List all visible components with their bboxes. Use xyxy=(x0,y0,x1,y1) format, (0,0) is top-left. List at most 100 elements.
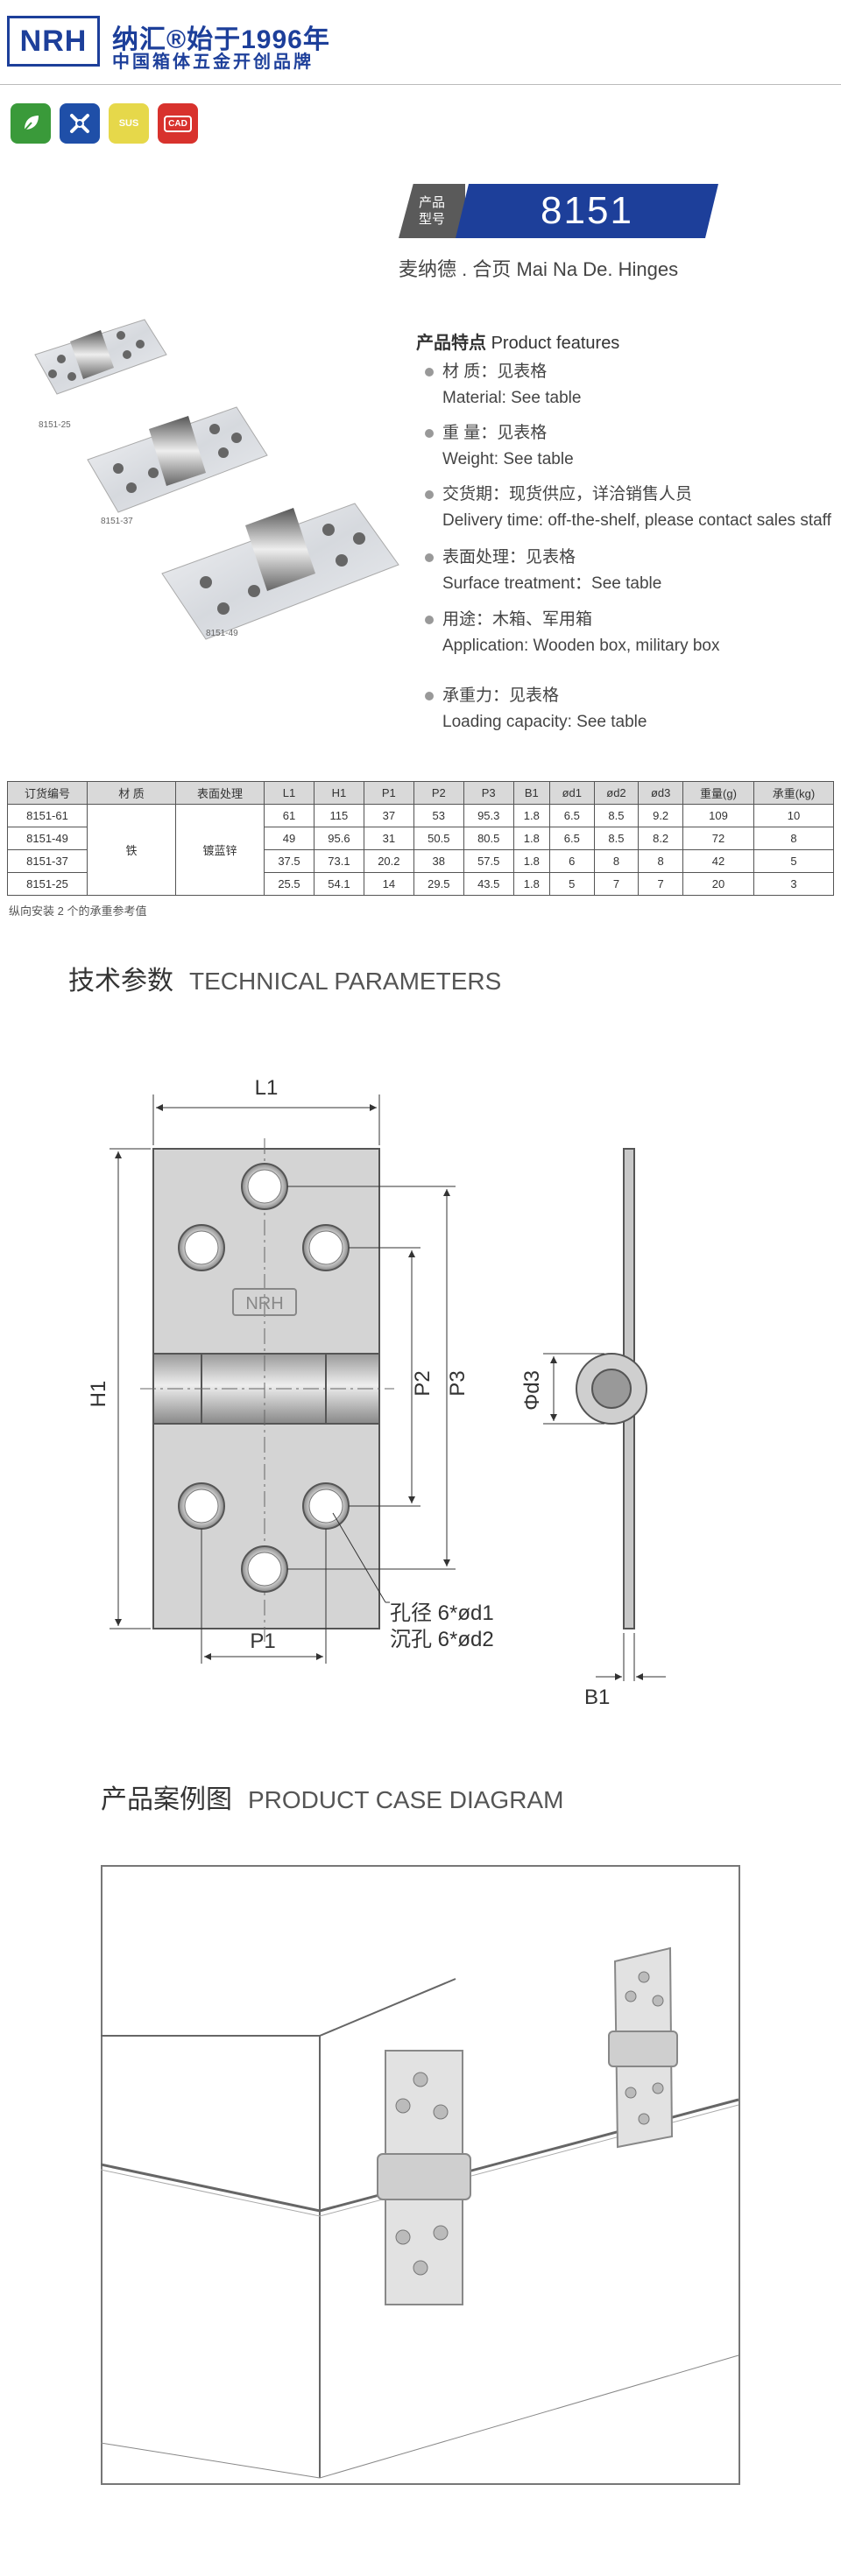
table-cell: 31 xyxy=(363,827,414,850)
table-cell: 53 xyxy=(413,804,464,827)
table-header: ød3 xyxy=(638,781,683,805)
table-cell: 54.1 xyxy=(313,872,364,896)
hole-diameter-label: 孔径 6*ød1 xyxy=(390,1601,494,1625)
tools-icon xyxy=(60,103,100,144)
dim-L1: L1 xyxy=(255,1076,279,1100)
spec-table: 订货编号 材 质 表面处理 L1 H1 P1 P2 P3 B1 ød1 ød2 … xyxy=(7,781,834,896)
table-cell: 72 xyxy=(682,827,754,850)
hinge-photo-medium xyxy=(87,406,268,513)
product-photos xyxy=(34,319,399,640)
table-cell: 49 xyxy=(264,827,314,850)
table-cell: 95.3 xyxy=(463,804,514,827)
table-cell: 10 xyxy=(753,804,834,827)
table-cell: 50.5 xyxy=(413,827,464,850)
table-cell: 6.5 xyxy=(548,804,595,827)
table-cell: 5 xyxy=(548,872,595,896)
table-cell: 14 xyxy=(363,872,414,896)
dim-P2: P2 xyxy=(411,1370,435,1396)
table-cell: 6.5 xyxy=(548,827,595,850)
dim-H1: H1 xyxy=(87,1381,110,1408)
dim-B1: B1 xyxy=(584,1686,611,1709)
eco-leaf-icon xyxy=(11,103,51,144)
table-header: H1 xyxy=(313,781,364,805)
table-cell: 73.1 xyxy=(313,849,364,873)
table-cell: 8.5 xyxy=(593,804,640,827)
case-hinge-right xyxy=(608,1946,678,2149)
technical-drawing: NRH L1 H1 P2 P3 P1 孔径 6*ød1 沉孔 6*ød2 Φd3 xyxy=(87,1076,666,1681)
table-cell: 95.6 xyxy=(313,827,364,850)
table-header: P1 xyxy=(363,781,414,805)
product-name: 麦纳德 . 合页 Mai Na De. Hinges xyxy=(399,258,679,280)
table-note: 纵向安装 2 个的承重参考值 xyxy=(9,904,147,918)
table-header: 表面处理 xyxy=(175,781,265,805)
table-cell: 1.8 xyxy=(512,827,550,850)
table-cell: 1.8 xyxy=(512,872,550,896)
table-cell: 37 xyxy=(363,804,414,827)
header-divider xyxy=(0,84,841,85)
sus-badge-icon: SUS xyxy=(109,103,149,144)
table-header: P3 xyxy=(463,781,514,805)
photo-label-37: 8151-37 xyxy=(101,517,133,526)
table-cell: 8151-61 xyxy=(7,804,88,827)
table-cell: 7 xyxy=(638,872,683,896)
table-cell: 5 xyxy=(753,849,834,873)
brand-name: 纳汇®始于1996年 xyxy=(112,25,330,54)
table-cell: 3 xyxy=(753,872,834,896)
table-cell: 25.5 xyxy=(264,872,314,896)
table-cell: 8.5 xyxy=(593,827,640,850)
screw-holes xyxy=(178,1163,350,1593)
model-number: 8151 xyxy=(456,184,718,238)
table-header: P2 xyxy=(413,781,464,805)
table-cell: 38 xyxy=(413,849,464,873)
table-cell: 20.2 xyxy=(363,849,414,873)
table-header-row: 订货编号 材 质 表面处理 L1 H1 P1 P2 P3 B1 ød1 ød2 … xyxy=(7,781,834,805)
table-cell: 1.8 xyxy=(512,804,550,827)
table-cell: 8.2 xyxy=(638,827,683,850)
material-cell: 铁 xyxy=(87,804,176,896)
table-header: ød2 xyxy=(593,781,640,805)
table-cell: 109 xyxy=(682,804,754,827)
table-header: B1 xyxy=(512,781,550,805)
table-row: 8151-37 37.5 73.1 20.2 38 57.5 1.8 6 8 8… xyxy=(7,849,834,873)
table-cell: 8151-25 xyxy=(7,872,88,896)
table-header: ød1 xyxy=(548,781,595,805)
hinge-photo-small xyxy=(34,319,167,395)
emboss-logo: NRH xyxy=(245,1294,283,1313)
table-cell: 61 xyxy=(264,804,314,827)
hinge-photo-large xyxy=(161,503,399,640)
table-cell: 57.5 xyxy=(463,849,514,873)
table-row: 8151-61 铁 镀蓝锌 61 115 37 53 95.3 1.8 6.5 … xyxy=(7,804,834,896)
table-header: 材 质 xyxy=(87,781,176,805)
case-hinge-left xyxy=(377,2050,471,2305)
table-cell: 8151-49 xyxy=(7,827,88,850)
table-cell: 9.2 xyxy=(638,804,683,827)
cad-badge-icon: CAD xyxy=(158,103,198,144)
brand-logo: NRH xyxy=(7,16,100,67)
table-cell: 115 xyxy=(313,804,364,827)
table-cell: 43.5 xyxy=(463,872,514,896)
features-title: 产品特点 Product features xyxy=(416,334,620,353)
table-cell: 37.5 xyxy=(264,849,314,873)
countersink-label: 沉孔 6*ød2 xyxy=(390,1628,494,1651)
brand-slogan: 中国箱体五金开创品牌 xyxy=(112,53,314,72)
table-cell: 1.8 xyxy=(512,849,550,873)
photo-label-25: 8151-25 xyxy=(39,420,71,430)
table-cell: 8 xyxy=(753,827,834,850)
model-tag: 产品 型号 xyxy=(399,184,465,238)
table-cell: 8 xyxy=(638,849,683,873)
table-cell: 8 xyxy=(593,849,640,873)
table-cell: 7 xyxy=(593,872,640,896)
table-row: 8151-25 25.5 54.1 14 29.5 43.5 1.8 5 7 7… xyxy=(7,872,834,896)
dim-P3: P3 xyxy=(446,1370,470,1396)
table-header: 承重(kg) xyxy=(753,781,834,805)
table-cell: 29.5 xyxy=(413,872,464,896)
table-cell: 42 xyxy=(682,849,754,873)
finish-cell: 镀蓝锌 xyxy=(175,804,265,896)
